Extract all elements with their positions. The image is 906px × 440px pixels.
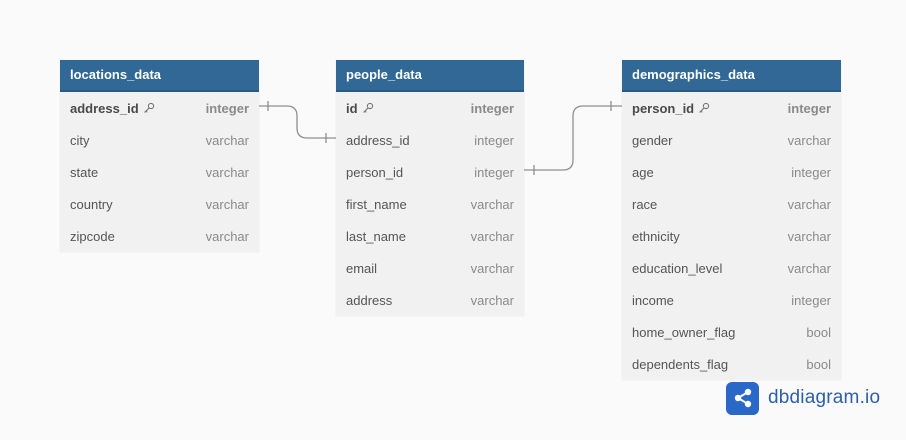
- column-name: education_level: [632, 260, 723, 276]
- column-type: varchar: [205, 132, 249, 148]
- table-row[interactable]: first_name varchar: [336, 188, 524, 220]
- column-type: varchar: [787, 228, 831, 244]
- table-row[interactable]: ethnicity varchar: [622, 220, 841, 252]
- column-name: gender: [632, 132, 673, 148]
- column-name: income: [632, 292, 674, 308]
- table-row[interactable]: person_id integer: [336, 156, 524, 188]
- column-type: integer: [791, 292, 831, 308]
- column-type: integer: [474, 132, 514, 148]
- table-row[interactable]: state varchar: [60, 156, 259, 188]
- column-name: zipcode: [70, 228, 115, 244]
- relationship-link-person-id[interactable]: [524, 105, 622, 171]
- key-icon: [143, 102, 154, 113]
- table-row[interactable]: address_id integer: [336, 124, 524, 156]
- table-row[interactable]: last_name varchar: [336, 220, 524, 252]
- column-name: person_id: [632, 101, 710, 116]
- dbdiagram-logo[interactable]: dbdiagram.io: [726, 381, 880, 415]
- table-row[interactable]: address varchar: [336, 284, 524, 316]
- column-type: varchar: [470, 292, 514, 308]
- column-name: race: [632, 196, 658, 212]
- column-type: varchar: [470, 196, 514, 212]
- column-type: integer: [787, 100, 831, 116]
- column-type: bool: [806, 324, 831, 340]
- table-row[interactable]: id integer: [336, 92, 524, 124]
- table-people-data[interactable]: people_data id integer address_id intege…: [336, 60, 524, 316]
- column-name: address_id: [70, 101, 155, 116]
- table-row[interactable]: country varchar: [60, 188, 259, 220]
- column-type: varchar: [470, 260, 514, 276]
- share-nodes-icon: [726, 381, 759, 415]
- table-row[interactable]: dependents_flag bool: [622, 348, 841, 380]
- column-type: integer: [791, 164, 831, 180]
- column-type: integer: [205, 100, 249, 116]
- table-row[interactable]: person_id integer: [622, 92, 841, 124]
- table-row[interactable]: city varchar: [60, 124, 259, 156]
- column-type: integer: [474, 164, 514, 180]
- logo-text: dbdiagram.io: [768, 387, 881, 408]
- table-row[interactable]: income integer: [622, 284, 841, 316]
- column-type: varchar: [787, 132, 831, 148]
- column-type: varchar: [787, 196, 831, 212]
- column-type: varchar: [470, 228, 514, 244]
- column-type: bool: [806, 356, 831, 372]
- column-name: last_name: [346, 228, 406, 244]
- column-name: dependents_flag: [632, 356, 729, 372]
- column-name: state: [70, 164, 99, 180]
- column-name: email: [346, 260, 378, 276]
- table-row[interactable]: home_owner_flag bool: [622, 316, 841, 348]
- key-icon: [699, 102, 710, 113]
- column-name: id: [346, 101, 374, 116]
- table-row[interactable]: email varchar: [336, 252, 524, 284]
- table-locations-data[interactable]: locations_data address_id integer city v…: [60, 60, 259, 252]
- column-name: address_id: [346, 132, 410, 148]
- relationship-link-address-id[interactable]: [259, 105, 336, 139]
- column-name: person_id: [346, 164, 404, 180]
- column-name: address: [346, 292, 393, 308]
- table-header[interactable]: locations_data: [60, 60, 259, 92]
- column-type: varchar: [787, 260, 831, 276]
- key-icon: [362, 102, 373, 113]
- column-name: first_name: [346, 196, 407, 212]
- table-row[interactable]: education_level varchar: [622, 252, 841, 284]
- column-name: country: [70, 196, 113, 212]
- column-name: age: [632, 164, 654, 180]
- column-type: integer: [470, 100, 514, 116]
- table-row[interactable]: gender varchar: [622, 124, 841, 156]
- column-type: varchar: [205, 196, 249, 212]
- column-type: varchar: [205, 228, 249, 244]
- table-header[interactable]: demographics_data: [622, 60, 841, 92]
- column-name: home_owner_flag: [632, 324, 736, 340]
- table-row[interactable]: age integer: [622, 156, 841, 188]
- column-name: ethnicity: [632, 228, 680, 244]
- table-row[interactable]: zipcode varchar: [60, 220, 259, 252]
- table-header[interactable]: people_data: [336, 60, 524, 92]
- table-row[interactable]: race varchar: [622, 188, 841, 220]
- table-demographics-data[interactable]: demographics_data person_id integer gend…: [622, 60, 841, 380]
- column-name: city: [70, 132, 90, 148]
- table-row[interactable]: address_id integer: [60, 92, 259, 124]
- column-type: varchar: [205, 164, 249, 180]
